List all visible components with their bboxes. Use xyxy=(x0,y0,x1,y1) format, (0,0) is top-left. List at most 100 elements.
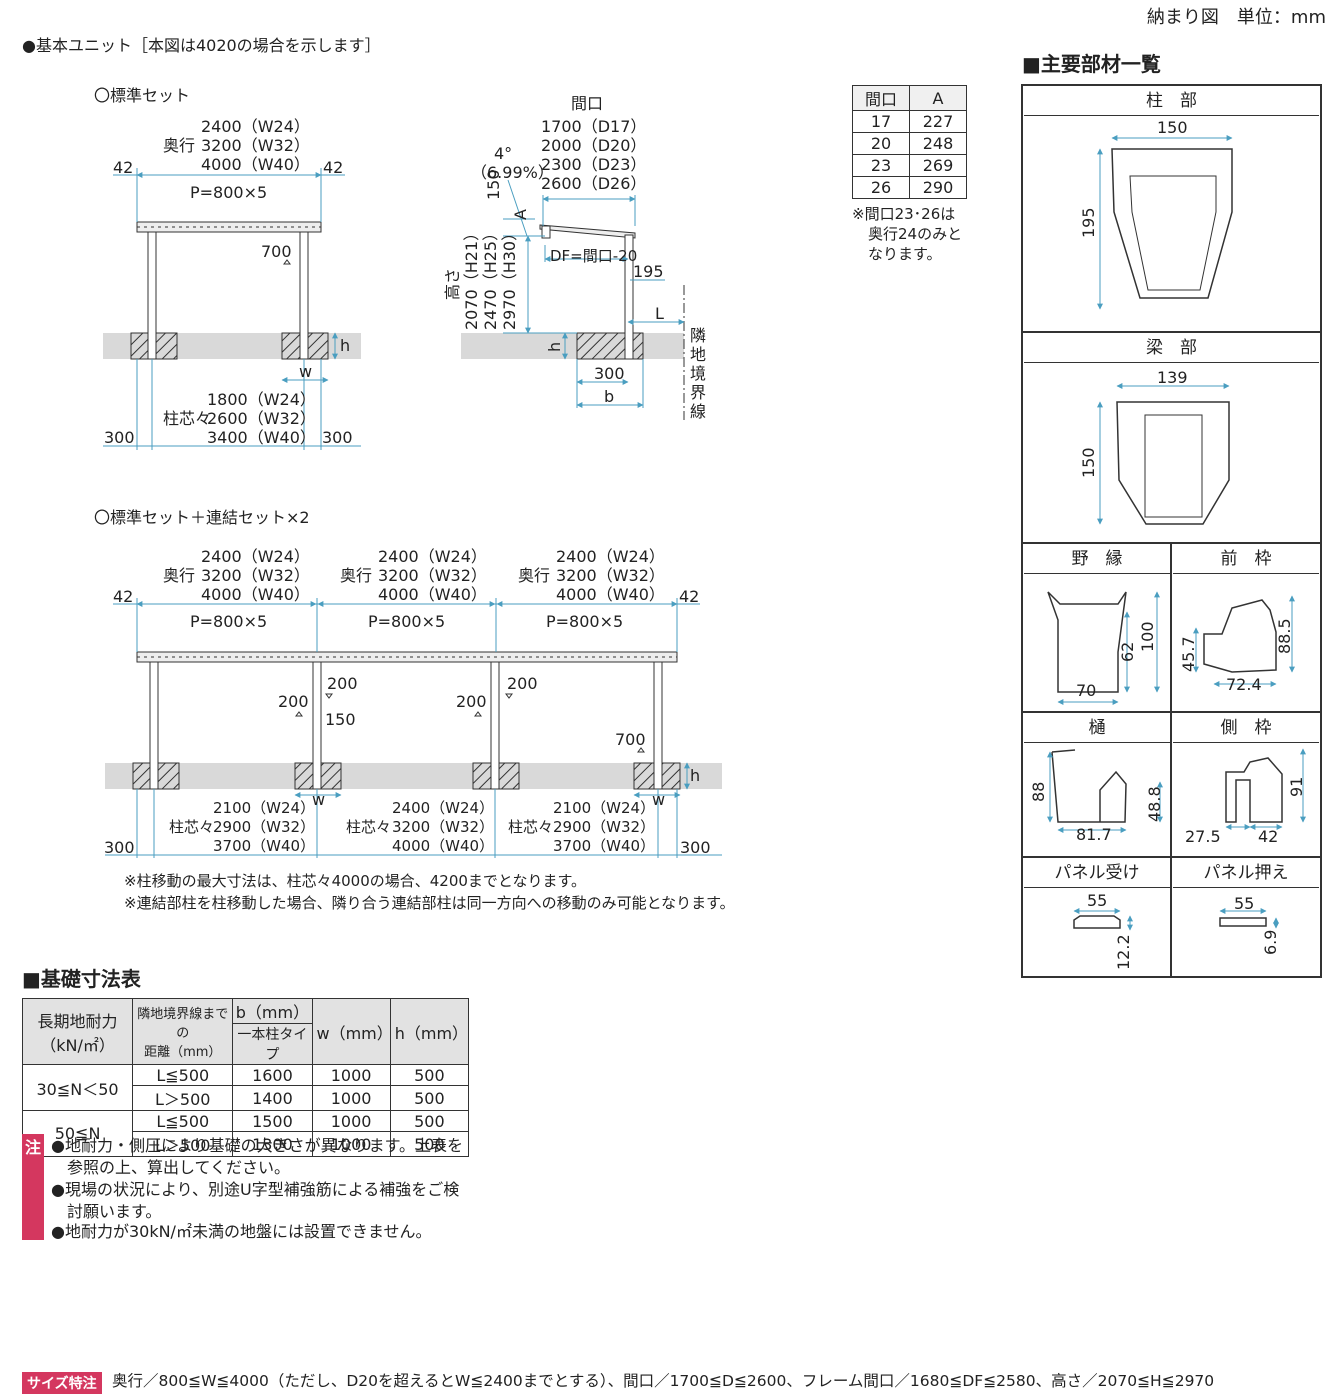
rafter-width: 70 xyxy=(1076,681,1097,700)
span-value: 3700（W40） xyxy=(553,837,656,855)
post-center-label: 柱芯々 xyxy=(163,409,212,428)
dim-150: 150 xyxy=(484,169,503,200)
col4-header: w（mm） xyxy=(311,998,393,1065)
pillar-name: 柱 部 xyxy=(1024,87,1319,116)
dim-195: 195 xyxy=(633,262,664,281)
pitch-label: P=800×5 xyxy=(546,612,624,631)
a-table-cell: 248 xyxy=(909,132,967,155)
depth-label: 奥行 xyxy=(518,566,551,585)
group-label: 30≦N＜50 xyxy=(21,1064,134,1111)
a-table-header: 間口 xyxy=(852,85,910,111)
panel-press-name: パネル押え xyxy=(1173,859,1319,888)
edge-left: 300 xyxy=(104,838,135,857)
height-value: 2070（H21） xyxy=(462,224,481,330)
gutter-name: 樋 xyxy=(1024,714,1170,743)
h-label: h xyxy=(340,336,351,355)
panel-receiver-width: 55 xyxy=(1087,891,1108,910)
overhang-left: 42 xyxy=(113,587,134,606)
post-center-label: 柱芯々 xyxy=(169,818,215,836)
df-label: DF=間口-20 xyxy=(550,247,638,265)
side-frame-w1: 27.5 xyxy=(1185,827,1221,846)
move-200: 200 xyxy=(507,674,538,693)
table-cell: 500 xyxy=(389,1064,470,1086)
post-center-value: 1800（W24） xyxy=(207,390,316,409)
col5-header: h（mm） xyxy=(389,998,470,1065)
parts-heading: ■主要部材一覧 xyxy=(1022,52,1161,76)
depth-value: 3200（W32） xyxy=(201,566,310,585)
connected-set-front-view xyxy=(105,598,722,858)
panel-press-height: 6.9 xyxy=(1261,929,1280,955)
post-center-label: 柱芯々 xyxy=(508,818,554,836)
pillar-height: 195 xyxy=(1079,207,1098,238)
h-label: h xyxy=(690,766,701,785)
a-table-cell: 20 xyxy=(852,132,910,155)
panel-press-width: 55 xyxy=(1234,894,1255,913)
dim-300: 300 xyxy=(594,364,625,383)
span-value: 2100（W24） xyxy=(213,799,316,817)
post-move-label: 700 xyxy=(261,242,292,261)
connected-set-label: 〇標準セット＋連結セット×2 xyxy=(94,508,310,527)
angle-label: 4° xyxy=(494,144,513,163)
panel-receiver-name: パネル受け xyxy=(1024,859,1170,888)
connected-note: ※連結部柱を柱移動した場合、隣り合う連結部柱は同一方向への移動のみ可能となります… xyxy=(124,894,735,912)
frontage-value: 2600（D26） xyxy=(541,174,647,193)
table-cell: 1000 xyxy=(311,1064,391,1086)
col1-line: 長期地耐力 xyxy=(37,1011,118,1031)
table-cell: 500 xyxy=(389,1110,470,1132)
beam-width: 139 xyxy=(1157,368,1188,387)
depth-value: 4000（W40） xyxy=(556,585,665,604)
a-table-header: A xyxy=(909,85,967,111)
col3-line: b（mm） xyxy=(233,999,312,1024)
depth-value: 2400（W24） xyxy=(378,547,487,566)
a-table-cell: 269 xyxy=(909,154,967,177)
depth-value: 4000（W40） xyxy=(378,585,487,604)
note-line: ●現場の状況により、別途U字型補強筋による補強をご検 xyxy=(51,1180,460,1199)
post-center-value: 3400（W40） xyxy=(207,428,316,447)
depth-label: 奥行 xyxy=(340,566,373,585)
table-cell: 1300 xyxy=(232,1131,313,1157)
parts-panel xyxy=(1021,84,1322,978)
header-title: 納まり図 単位：mm xyxy=(1146,7,1326,28)
a-table-cell: 227 xyxy=(909,110,967,133)
overhang-left: 42 xyxy=(113,158,134,177)
a-table-cell: 17 xyxy=(852,110,910,133)
move-200: 200 xyxy=(327,674,358,693)
span-value: 3700（W40） xyxy=(213,837,316,855)
span-value: 4000（W40） xyxy=(392,837,495,855)
side-frame-name: 側 枠 xyxy=(1173,714,1319,743)
table-cell: L＞500 xyxy=(132,1085,234,1111)
beam-name: 梁 部 xyxy=(1024,334,1319,363)
rafter-h1: 62 xyxy=(1118,641,1137,662)
col2-line: 隣地境界線までの xyxy=(137,1007,229,1041)
move-700: 700 xyxy=(615,730,646,749)
l-label: L xyxy=(655,304,664,323)
frontage-value: 2300（D23） xyxy=(541,155,647,174)
panel-receiver-height: 12.2 xyxy=(1114,934,1133,970)
a-table-note: なります。 xyxy=(868,245,942,263)
pillar-width: 150 xyxy=(1157,118,1188,137)
col3-line: 一本柱タイプ xyxy=(237,1027,308,1063)
table-cell: 1000 xyxy=(311,1131,391,1157)
pitch-label: P=800×5 xyxy=(190,183,268,202)
frontage-label: 間口 xyxy=(571,94,604,113)
overhang-right: 42 xyxy=(679,587,700,606)
a-table-cell: 290 xyxy=(909,176,967,199)
size-custom-tag: サイズ特注 xyxy=(22,1372,102,1394)
w-label: w xyxy=(312,790,326,809)
span-value: 2100（W24） xyxy=(553,799,656,817)
span-value: 3200（W32） xyxy=(392,818,495,836)
post-center-label: 柱芯々 xyxy=(346,818,392,836)
a-table-cell: 26 xyxy=(852,176,910,199)
height-value: 2470（H25） xyxy=(481,224,500,330)
col1-line: （kN/㎡） xyxy=(40,1035,115,1055)
note-tag: 注 xyxy=(22,1134,44,1240)
note-line: ●地耐力が30kN/㎡未満の地盤には設置できません。 xyxy=(51,1222,432,1241)
move-200: 200 xyxy=(456,692,487,711)
depth-value: 2400（W24） xyxy=(201,547,310,566)
height-label: 高さ xyxy=(443,267,462,300)
post-center-value: 2600（W32） xyxy=(207,409,316,428)
basic-unit-heading: ●基本ユニット［本図は4020の場合を示します］ xyxy=(22,36,381,55)
dim-a: A xyxy=(511,209,530,220)
depth-value: 4000（W40） xyxy=(201,155,310,174)
